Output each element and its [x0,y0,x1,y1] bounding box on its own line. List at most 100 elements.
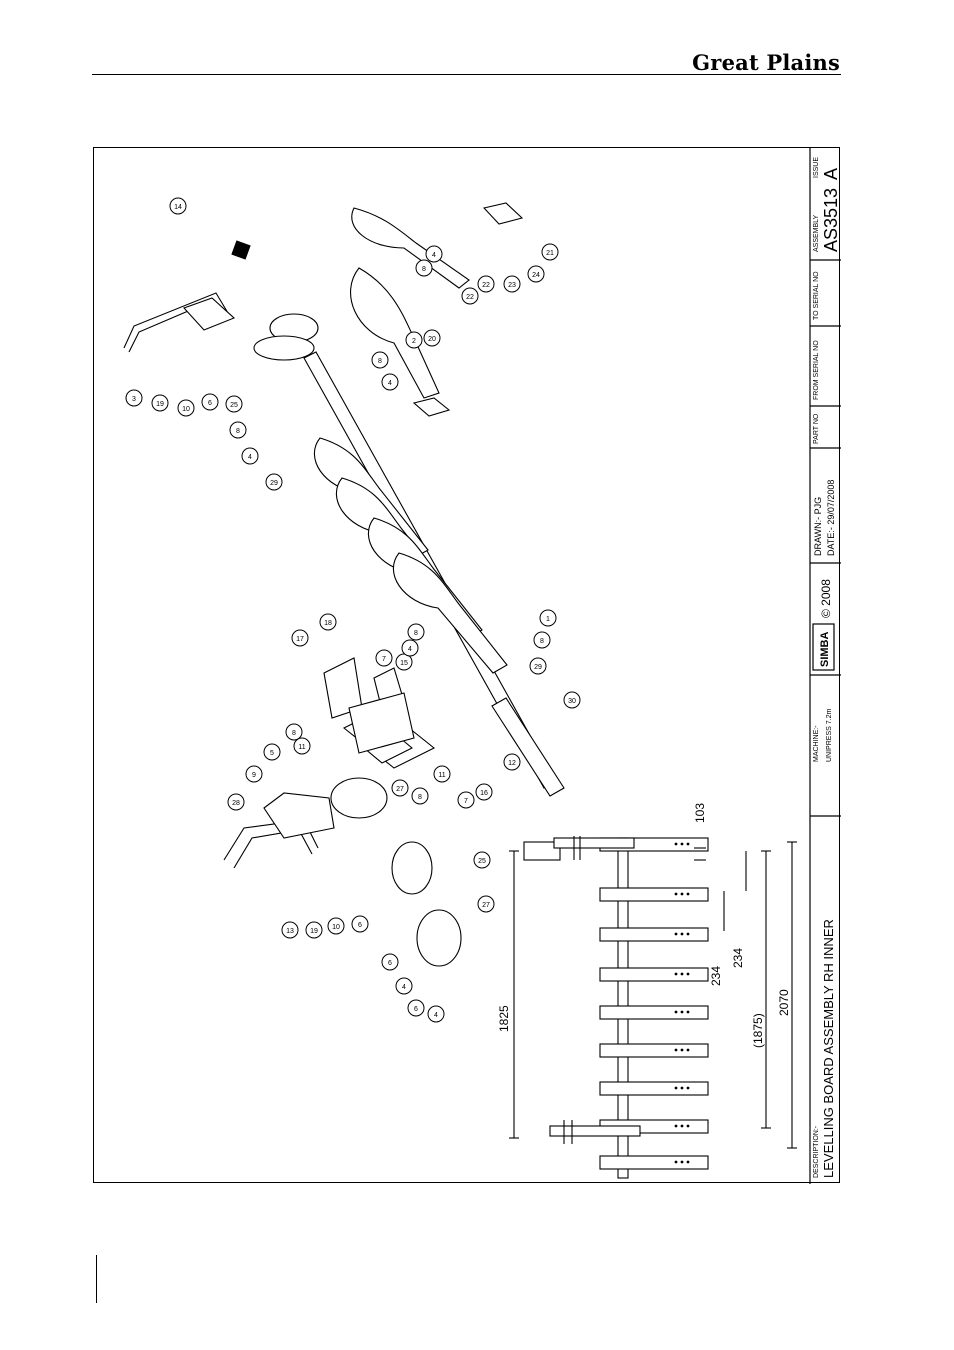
orthographic-view [509,836,797,1179]
part-no-label: PART NO [813,413,820,444]
svg-text:24: 24 [532,272,540,279]
balloon: 8 [411,787,429,805]
balloon: 30 [563,691,581,709]
svg-text:10: 10 [332,924,340,931]
svg-text:8: 8 [236,428,240,435]
svg-text:14: 14 [174,204,182,211]
balloon: 17 [291,629,309,647]
description: LEVELLING BOARD ASSEMBLY RH INNER [821,919,836,1178]
svg-text:20: 20 [428,336,436,343]
copyright: © 2008 [819,579,833,618]
balloon: 7 [457,791,475,809]
balloon: 6 [351,915,369,933]
svg-text:27: 27 [396,786,404,793]
balloon: 8 [285,723,303,741]
balloon: 4 [241,447,259,465]
svg-text:3: 3 [132,396,136,403]
dimension-labels: 1825 (1875) 2070 234 234 103 [497,803,791,1048]
balloon: 1 [539,609,557,627]
svg-text:29: 29 [270,480,278,487]
balloon: 4 [401,639,419,657]
svg-text:29: 29 [534,664,542,671]
balloon: 29 [265,473,283,491]
balloon: 27 [477,895,495,913]
balloon: 18 [319,613,337,631]
balloon: 2 [405,331,423,349]
balloon: 11 [433,765,451,783]
svg-text:15: 15 [400,660,408,667]
svg-text:13: 13 [286,928,294,935]
svg-text:27: 27 [482,902,490,909]
svg-text:8: 8 [418,794,422,801]
part-balloons: 14 3 19 10 6 25 8 4 29 8 4 2 20 8 4 22 2… [125,197,581,1023]
balloon: 29 [529,657,547,675]
svg-text:1: 1 [546,616,550,623]
simba-logo: SIMBA [812,623,835,671]
issue-value: A [821,168,841,180]
balloon: 20 [423,329,441,347]
balloon: 28 [227,793,245,811]
balloon: 8 [533,631,551,649]
header-rule [92,74,841,75]
tine-row [599,837,709,1170]
svg-text:8: 8 [378,358,382,365]
svg-text:19: 19 [310,928,318,935]
assembly-number: AS3513 [821,188,841,252]
balloon: 22 [477,275,495,293]
svg-text:6: 6 [388,960,392,967]
svg-text:4: 4 [434,1012,438,1019]
balloon: 5 [263,743,281,761]
svg-text:8: 8 [292,730,296,737]
balloon: 23 [503,275,521,293]
dimension-234-a: 234 [709,966,723,986]
balloon: 15 [395,653,413,671]
dimension-103: 103 [693,803,707,823]
svg-text:4: 4 [388,380,392,387]
svg-text:10: 10 [182,406,190,413]
svg-text:4: 4 [408,646,412,653]
svg-text:19: 19 [156,401,164,408]
to-serial-label: TO SERIAL NO [813,271,820,320]
svg-text:18: 18 [324,620,332,627]
svg-text:21: 21 [546,250,554,257]
balloon: 8 [415,259,433,277]
balloon: 8 [371,351,389,369]
drawing-date: DATE:- 29/07/2008 [826,480,836,556]
balloon: 25 [473,851,491,869]
footer-rule [96,1255,97,1303]
svg-text:30: 30 [568,698,576,705]
exploded-view [123,202,565,967]
balloon: 4 [395,977,413,995]
balloon: 25 [225,395,243,413]
balloon: 3 [125,389,143,407]
title-block [809,148,841,1184]
svg-text:7: 7 [464,798,468,805]
drawing-frame: ISSUE A ASSEMBLY AS3513 TO SERIAL NO FRO… [93,147,841,1184]
brand-logo-text: Great Plains [692,50,840,75]
svg-text:28: 28 [232,800,240,807]
balloon: 19 [305,921,323,939]
balloon: 9 [245,765,263,783]
balloon: 8 [407,623,425,641]
svg-text:5: 5 [270,750,274,757]
drawn-by: DRAWN:- PJG [813,497,823,556]
balloon: 8 [229,421,247,439]
svg-text:2: 2 [412,338,416,345]
svg-text:4: 4 [402,984,406,991]
balloon: 4 [427,1005,445,1023]
balloon: 16 [475,783,493,801]
svg-text:16: 16 [480,790,488,797]
balloon: 11 [293,737,311,755]
svg-text:22: 22 [482,282,490,289]
balloon: 7 [375,649,393,667]
machine-value: UNIPRESS 7.2m [826,709,833,762]
balloon: 21 [541,243,559,261]
svg-text:8: 8 [414,630,418,637]
dimension-1825: 1825 [497,1005,511,1032]
balloon: 27 [391,779,409,797]
svg-text:22: 22 [466,294,474,301]
machine-label: MACHINE:- [813,725,820,762]
svg-text:23: 23 [508,282,516,289]
issue-label: ISSUE [813,157,820,178]
svg-text:8: 8 [422,266,426,273]
